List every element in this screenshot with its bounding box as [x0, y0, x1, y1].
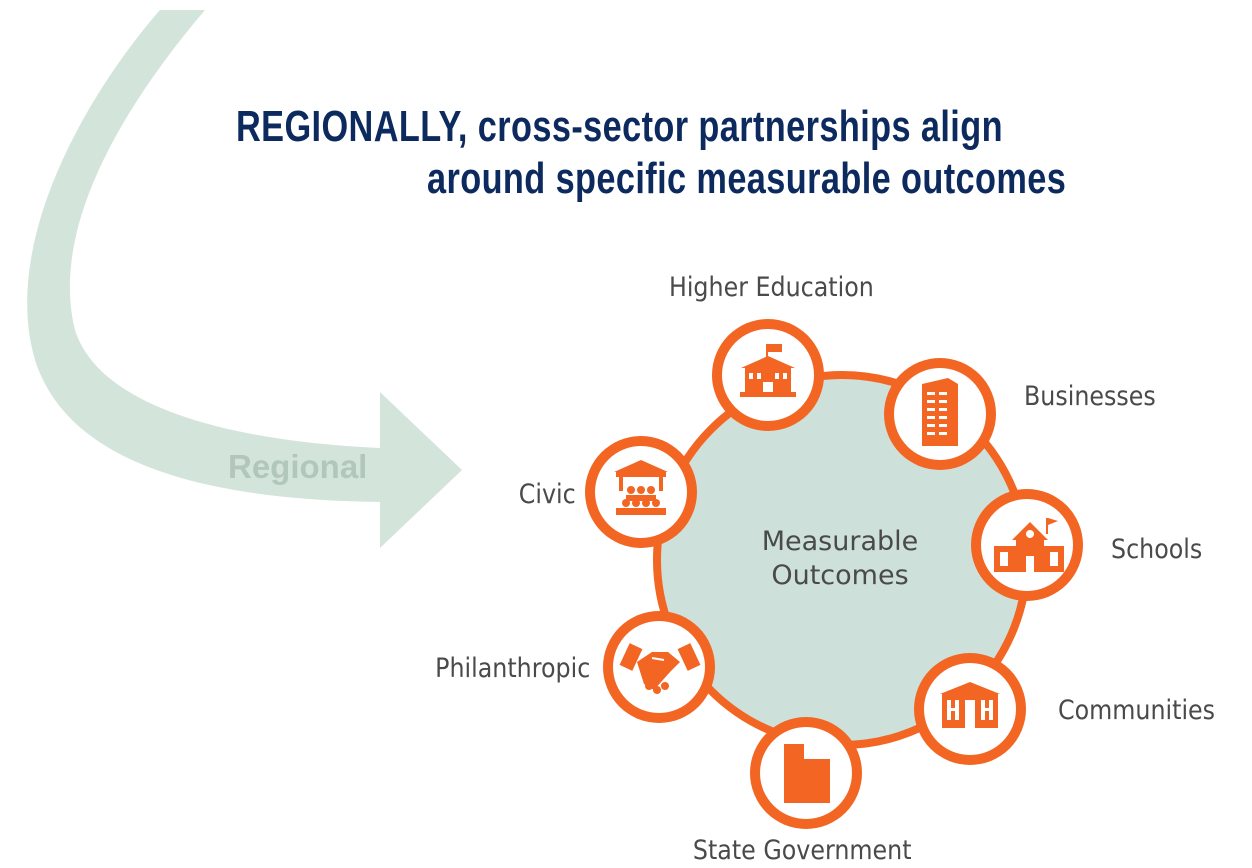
node-higher-education[interactable] [712, 319, 824, 431]
node-businesses[interactable] [884, 358, 996, 470]
label-communities: Communities [1058, 695, 1216, 726]
node-communities[interactable] [914, 653, 1026, 765]
label-businesses: Businesses [1024, 381, 1156, 412]
title-line-2: around specific measurable outcomes [427, 154, 1067, 203]
label-philanthropic: Philanthropic [434, 653, 590, 684]
title-line-1: REGIONALLY, cross-sector partnerships al… [236, 102, 1003, 151]
node-schools[interactable] [971, 489, 1083, 601]
houses-icon [940, 682, 1000, 728]
center-label-line-2: Outcomes [771, 560, 909, 591]
regional-arrow [27, 10, 462, 548]
schoolhouse-icon [994, 518, 1064, 572]
university-building-icon [740, 344, 796, 397]
center-label: Measurable Outcomes [740, 525, 940, 593]
node-philanthropic[interactable] [603, 611, 715, 723]
handshake-icon [619, 643, 701, 694]
label-schools: Schools [1111, 534, 1203, 565]
office-tower-icon [922, 378, 958, 446]
town-hall-meeting-icon [614, 460, 668, 515]
label-civic: Civic [519, 479, 576, 510]
label-higher-education: Higher Education [668, 272, 874, 303]
center-label-line-1: Measurable [761, 526, 919, 557]
node-state-government[interactable] [750, 717, 862, 829]
regional-label: Regional [228, 448, 368, 485]
utah-state-icon [784, 744, 830, 803]
label-state-government: State Government [692, 835, 912, 866]
node-civic[interactable] [585, 436, 697, 548]
